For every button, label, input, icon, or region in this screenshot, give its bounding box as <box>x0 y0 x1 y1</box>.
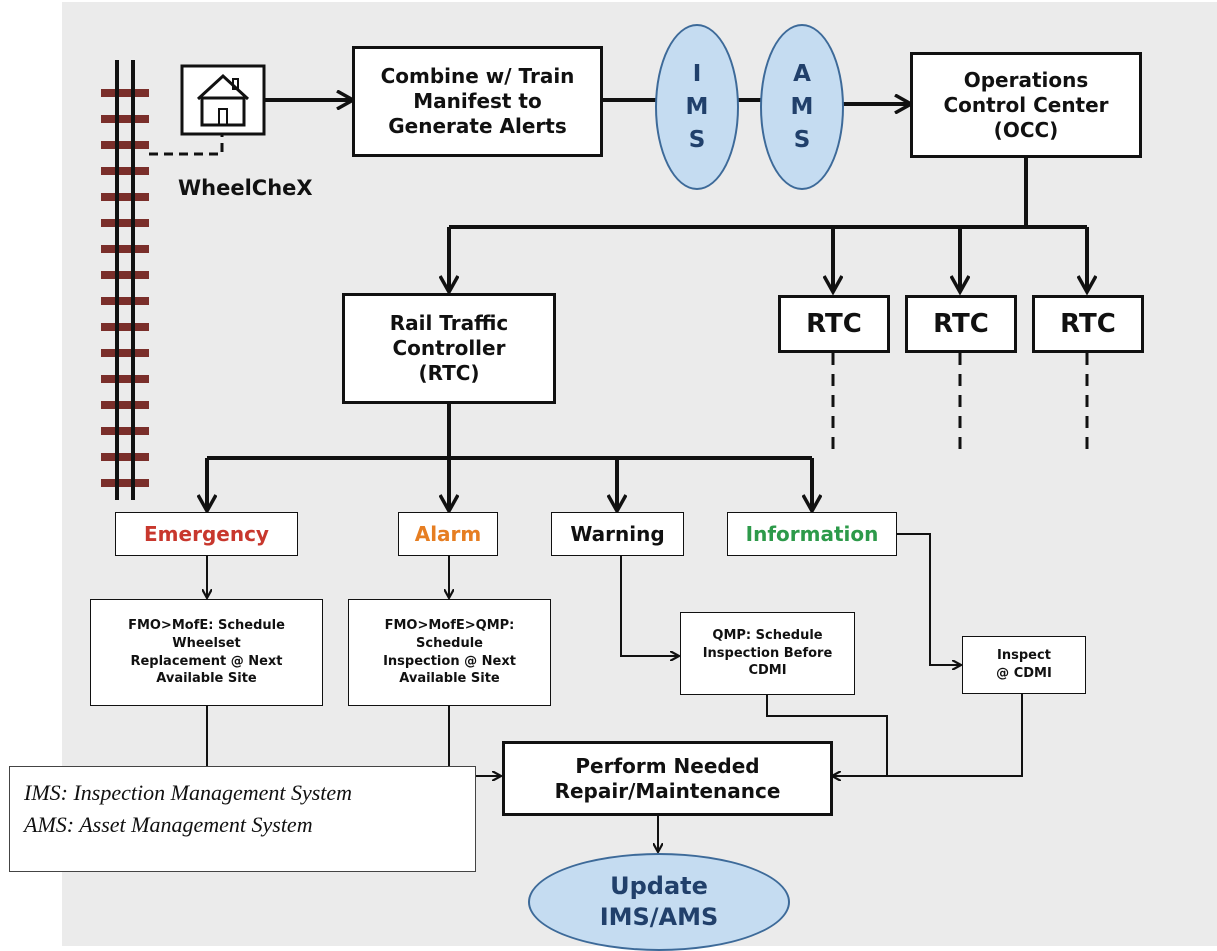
perform-repair-box: Perform Needed Repair/Maintenance <box>502 741 833 816</box>
occ-box: Operations Control Center (OCC) <box>910 52 1142 158</box>
rtc-alert-connector <box>207 404 812 510</box>
emergency-alert-box: Emergency <box>115 512 298 556</box>
alarm-action-box: FMO>MofE>QMP: Schedule Inspection @ Next… <box>348 599 551 706</box>
rtc-box: RTC <box>905 295 1017 353</box>
ams-letter: A <box>793 60 811 87</box>
ims-letter: S <box>688 126 706 153</box>
railroad-track-icon <box>101 60 149 500</box>
ams-letter: M <box>790 93 814 120</box>
combine-manifest-box: Combine w/ Train Manifest to Generate Al… <box>352 46 603 157</box>
ims-ellipse: I M S <box>655 24 739 190</box>
inspect-to-perform-arrow <box>833 694 1023 776</box>
legend-line: IMS: Inspection Management System <box>24 780 353 805</box>
information-action-box: Inspect @ CDMI <box>962 636 1086 694</box>
ims-letter: I <box>692 60 702 87</box>
warning-action-box: QMP: Schedule Inspection Before CDMI <box>680 612 855 695</box>
emergency-action-box: FMO>MofE: Schedule Wheelset Replacement … <box>90 599 323 706</box>
dashed-sensor-link <box>149 134 224 156</box>
house-icon <box>180 64 266 136</box>
rtc-box: RTC <box>1032 295 1144 353</box>
wheelchex-label: WheelCheX <box>178 176 313 200</box>
ams-letter: S <box>793 126 811 153</box>
update-ims-ams-ellipse: Update IMS/AMS <box>528 853 790 951</box>
legend-line: AMS: Asset Management System <box>24 812 313 837</box>
ams-ellipse: A M S <box>760 24 844 190</box>
information-alert-box: Information <box>727 512 897 556</box>
alarm-alert-box: Alarm <box>398 512 498 556</box>
rtc-box: RTC <box>778 295 890 353</box>
warning-action-arrow <box>620 556 678 656</box>
rtc-continuation-dashes <box>831 353 1089 452</box>
rtc-main-box: Rail Traffic Controller (RTC) <box>342 293 556 404</box>
ims-letter: M <box>685 93 709 120</box>
warning-alert-box: Warning <box>551 512 684 556</box>
occ-branch-connector <box>449 158 1087 291</box>
information-action-arrow <box>897 533 960 665</box>
legend-box: IMS: Inspection Management System AMS: A… <box>9 766 476 872</box>
